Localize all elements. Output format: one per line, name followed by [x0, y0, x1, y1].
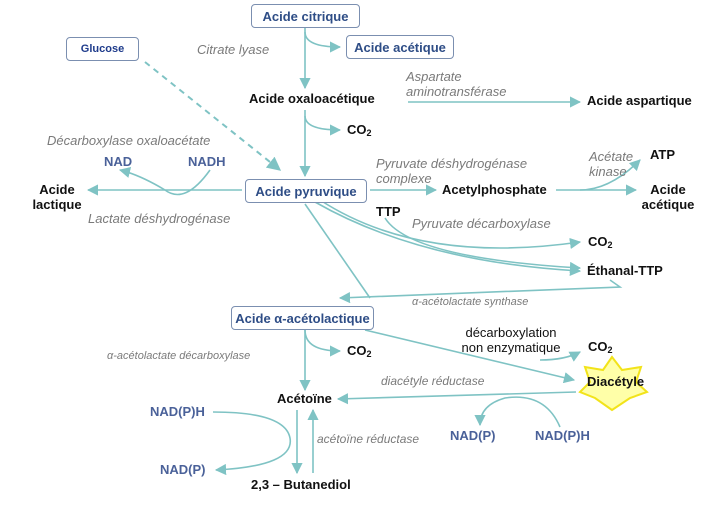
acetoine-label: Acétoïne — [277, 391, 332, 406]
acide-oxaloacetique-label: Acide oxaloacétique — [249, 91, 375, 106]
arrow-oxalo-co2 — [304, 115, 342, 136]
glucose-box: Glucose — [66, 37, 139, 61]
arrow-nadph-nadp-right — [474, 396, 561, 428]
acetolactate-decarboxylase-label: α-acétolactate décarboxylase — [107, 350, 251, 362]
acetoine-reductase-label: acétoïne réductase — [317, 432, 420, 446]
pyruvate-decarboxylase-label: Pyruvate décarboxylase — [412, 216, 551, 231]
butanediol-label: 2,3 – Butanediol — [251, 477, 351, 492]
decarboxylase-oxaloacetate-label: Décarboxylase oxaloacétate — [47, 133, 211, 148]
ttp-label: TTP — [376, 204, 401, 219]
diacetyle-reductase-label: diacétyle réductase — [381, 374, 485, 388]
nadp-left-label: NAD(P) — [160, 462, 206, 477]
arrow-pyruvique-acetolactique — [304, 203, 371, 299]
arrow-diacetyle-co2 — [539, 351, 581, 362]
diacetyle-label: Diacétyle — [587, 374, 645, 389]
diacetyle-star — [578, 355, 649, 412]
co2-acetolactique-label: CO2 — [347, 343, 372, 359]
arrow-pyruvique-ethanal — [314, 201, 582, 277]
nadph-left-label: NAD(P)H — [150, 404, 205, 419]
arrow-acetylphosphate-atp — [579, 159, 641, 191]
acide-pyruvique-box: Acide pyruvique — [245, 179, 367, 203]
co2-diacetyle-label: CO2 — [588, 339, 613, 355]
co2-oxalo-label: CO2 — [347, 122, 372, 138]
lactate-deshydrogenase-label: Lactate déshydrogénase — [88, 211, 231, 226]
arrow-diacetyle-acetoine — [336, 391, 577, 405]
arrow-nadh-nad — [118, 167, 211, 196]
arrow-acetolactique-co2-left — [304, 329, 342, 357]
atp-label: ATP — [650, 147, 676, 162]
acide-acetique-top-box: Acide acétique — [346, 35, 454, 59]
citrate-lyase-label: Citrate lyase — [197, 42, 270, 57]
nadph-right-label: NAD(P)H — [535, 428, 590, 443]
nadp-right-label: NAD(P) — [450, 428, 496, 443]
acetylphosphate-label: Acetylphosphate — [442, 182, 547, 197]
arrow-ethanal-acetolactique — [338, 279, 623, 304]
acetolactate-synthase-label: α-acétolactate synthase — [412, 296, 529, 308]
nadh-label: NADH — [188, 154, 226, 169]
ethanal-ttp-label: Éthanal-TTP — [587, 263, 663, 278]
arrow-glucose-pyruvique — [144, 61, 282, 171]
arrow-acetolactique-diacetyle — [364, 329, 576, 384]
arrow-ttp-ethanal — [384, 217, 582, 273]
arrow-nadph-nadp-left — [212, 411, 291, 476]
arrow-pyruvique-co2 — [319, 199, 582, 249]
acide-citrique-box: Acide citrique — [251, 4, 360, 28]
acide-alpha-acetolactique-box: Acide α-acétolactique — [231, 306, 374, 330]
acide-aspartique-label: Acide aspartique — [587, 93, 692, 108]
co2-pyruvate-decarboxylase-label: CO2 — [588, 234, 613, 250]
nad-label: NAD — [104, 154, 133, 169]
arrow-citrique-acetique — [304, 31, 342, 53]
